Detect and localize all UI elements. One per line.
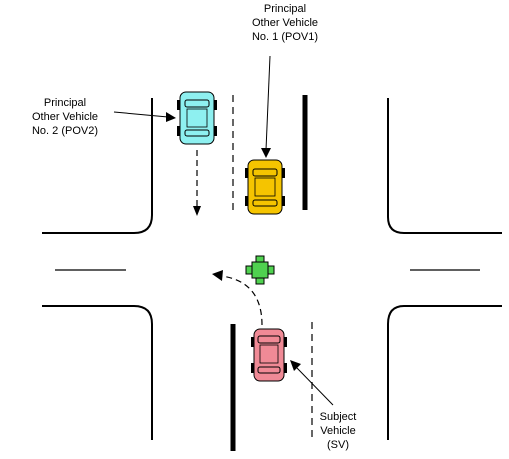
pov2-leader-arrow <box>113 111 176 122</box>
pov1-leader-arrow <box>261 55 271 158</box>
pov1-car-icon <box>245 159 285 215</box>
pov2-label-line-1: Principal <box>43 97 87 109</box>
pov1-label-line-1: Principal <box>263 3 307 15</box>
sv-label-line-3: (SV) <box>327 439 349 451</box>
pov2-path-arrow <box>193 150 201 216</box>
lane-lines <box>232 95 313 440</box>
sv-turn-path-arrow <box>212 270 263 326</box>
road-edge-bottom-right <box>387 305 502 440</box>
pov2-label-line-2: Other Vehicle <box>31 111 99 123</box>
pov1-label-line-3: No. 1 (POV1) <box>251 31 319 43</box>
road-edge-top-left <box>42 98 153 234</box>
pov2-label-line-3: No. 2 (POV2) <box>31 125 99 137</box>
pov1-label: Principal Other Vehicle No. 1 (POV1) <box>230 2 340 44</box>
center-dividers <box>230 95 308 451</box>
sv-leader-arrow <box>290 360 334 406</box>
sv-label-line-1: Subject <box>319 411 357 423</box>
road-edges <box>42 98 502 440</box>
sv-car-icon <box>251 328 287 382</box>
sv-label: Subject Vehicle (SV) <box>303 410 373 452</box>
road-edge-bottom-left <box>42 305 153 440</box>
road-edge-top-right <box>387 98 502 234</box>
traffic-signal-icon <box>245 255 275 285</box>
pov2-label: Principal Other Vehicle No. 2 (POV2) <box>10 96 120 138</box>
sv-label-line-2: Vehicle <box>320 425 356 437</box>
pov2-car-icon <box>177 91 217 145</box>
pov1-label-line-2: Other Vehicle <box>251 17 319 29</box>
